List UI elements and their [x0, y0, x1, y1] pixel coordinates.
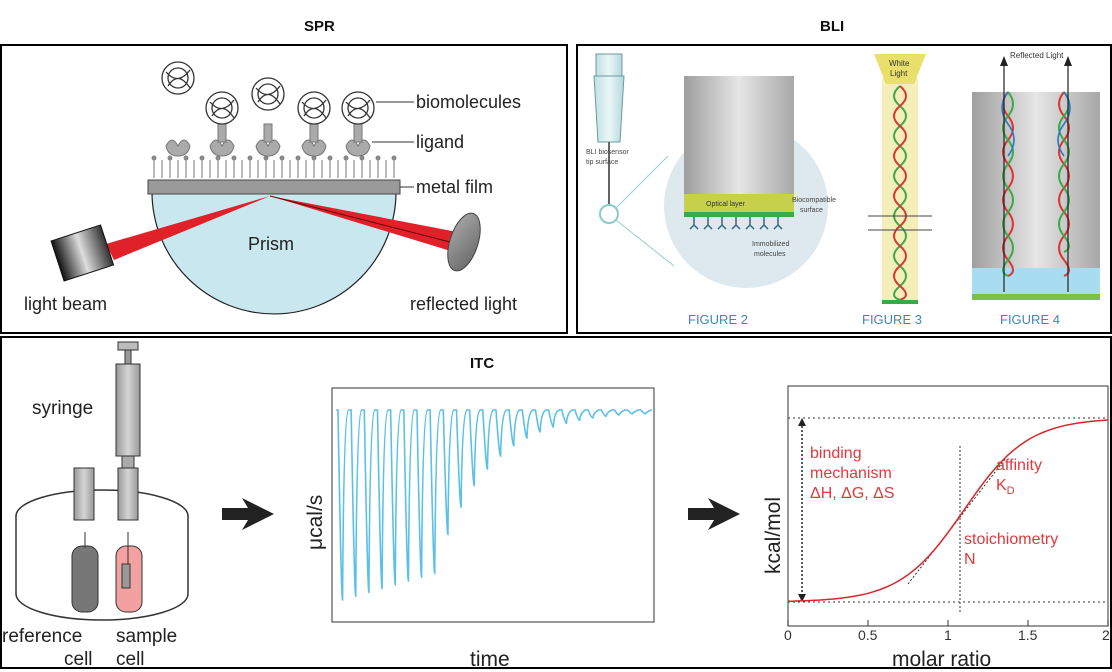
isotherm-ticks	[787, 620, 1109, 626]
light-column	[882, 78, 918, 300]
light-source	[50, 224, 115, 282]
metal-film	[147, 179, 401, 195]
spr-diagram: biomolecules ligand metal film Prism lig…	[24, 61, 521, 315]
isotherm-curve	[787, 419, 1109, 603]
label-binding-1: binding	[810, 445, 862, 462]
ligands	[165, 123, 371, 157]
label-biomolecules: biomolecules	[416, 92, 521, 112]
label-prism: Prism	[248, 234, 294, 254]
label-biocompatible-1: Biocompatible	[792, 197, 836, 204]
label-reference-1: reference	[2, 626, 82, 647]
label-syringe: syringe	[32, 398, 93, 419]
itc-title: ITC	[470, 355, 494, 372]
white-light-source	[874, 54, 926, 84]
dna-helix-fig3-b	[893, 85, 907, 301]
label-reflected-light-bli: Reflected Light	[1010, 51, 1064, 60]
biomolecules	[161, 61, 375, 125]
bio-layer-fig4	[972, 268, 1100, 294]
isotherm-frame	[787, 385, 1109, 627]
xtick-2: 2	[1102, 627, 1110, 643]
bli-diagram: BLI biosensor tip surface Optical layer …	[586, 51, 1100, 327]
label-biocompatible-2: surface	[800, 207, 823, 214]
biosensor-tip	[593, 53, 675, 267]
thermogram-trace	[336, 409, 652, 601]
reflected-beam	[270, 196, 457, 252]
surface-brush	[153, 160, 395, 178]
syringe-barrel	[115, 363, 141, 457]
label-immobilized-2: molecules	[754, 251, 786, 258]
sensor-block-fig4	[972, 92, 1100, 268]
label-stoichiometry: stoichiometry	[964, 531, 1058, 548]
label-ligand: ligand	[416, 132, 464, 152]
itc-panel: ITC syringe reference cell sample cell	[0, 336, 1112, 671]
itc-diagram: ITC syringe reference cell sample cell	[2, 341, 1110, 671]
label-tip-surface-1: BLI biosensor	[586, 149, 629, 156]
label-n: N	[964, 551, 976, 568]
bli-panel: BLI biosensor tip surface Optical layer …	[576, 44, 1112, 334]
dna-helix-fig3-a	[893, 85, 907, 301]
label-sample-2: cell	[116, 649, 145, 667]
label-kd: KD	[996, 477, 1015, 497]
label-metal-film: metal film	[416, 177, 493, 197]
arrow-1	[222, 498, 274, 530]
xtick-0-5: 0.5	[858, 627, 878, 643]
incident-beam	[106, 196, 270, 260]
label-light-beam: light beam	[24, 294, 107, 314]
immobilized-molecules	[689, 217, 783, 230]
caption-figure-2: FIGURE 2	[688, 312, 748, 327]
itc-apparatus	[15, 341, 189, 621]
arrow-2	[688, 498, 740, 530]
label-optical-layer: Optical layer	[706, 201, 746, 208]
caption-figure-3: FIGURE 3	[862, 312, 922, 327]
reference-cell	[71, 545, 99, 613]
label-reference-2: cell	[64, 649, 93, 667]
prism-shape	[151, 191, 397, 315]
bli-title: BLI	[820, 18, 845, 35]
label-reflected-light: reflected light	[410, 294, 517, 314]
thermogram-ylabel: μcal/s	[304, 495, 327, 550]
detector	[447, 212, 481, 272]
label-tip-surface-2: tip surface	[586, 159, 618, 166]
label-sample-1: sample	[116, 626, 177, 647]
thermogram-xlabel: time	[470, 648, 510, 667]
label-white-1: White	[889, 59, 910, 68]
label-white-2: Light	[890, 69, 908, 78]
spr-title: SPR	[304, 18, 335, 35]
xtick-1-5: 1.5	[1018, 627, 1038, 643]
isotherm-ylabel: kcal/mol	[762, 497, 785, 574]
label-affinity: affinity	[996, 457, 1042, 474]
brush-heads	[151, 155, 397, 161]
label-binding-2: mechanism	[810, 465, 892, 482]
label-binding-3: ΔH, ΔG, ΔS	[810, 485, 895, 502]
spr-panel: biomolecules ligand metal film Prism lig…	[0, 44, 568, 334]
sensor-cylinder	[684, 76, 794, 194]
xtick-0: 0	[784, 627, 792, 643]
optical-layer	[684, 194, 794, 212]
xtick-1: 1	[944, 627, 952, 643]
thermogram-frame	[331, 387, 655, 623]
caption-figure-4: FIGURE 4	[1000, 312, 1060, 327]
isotherm-xlabel: molar ratio	[892, 648, 991, 667]
label-immobilized-1: Immobilized	[752, 241, 789, 248]
